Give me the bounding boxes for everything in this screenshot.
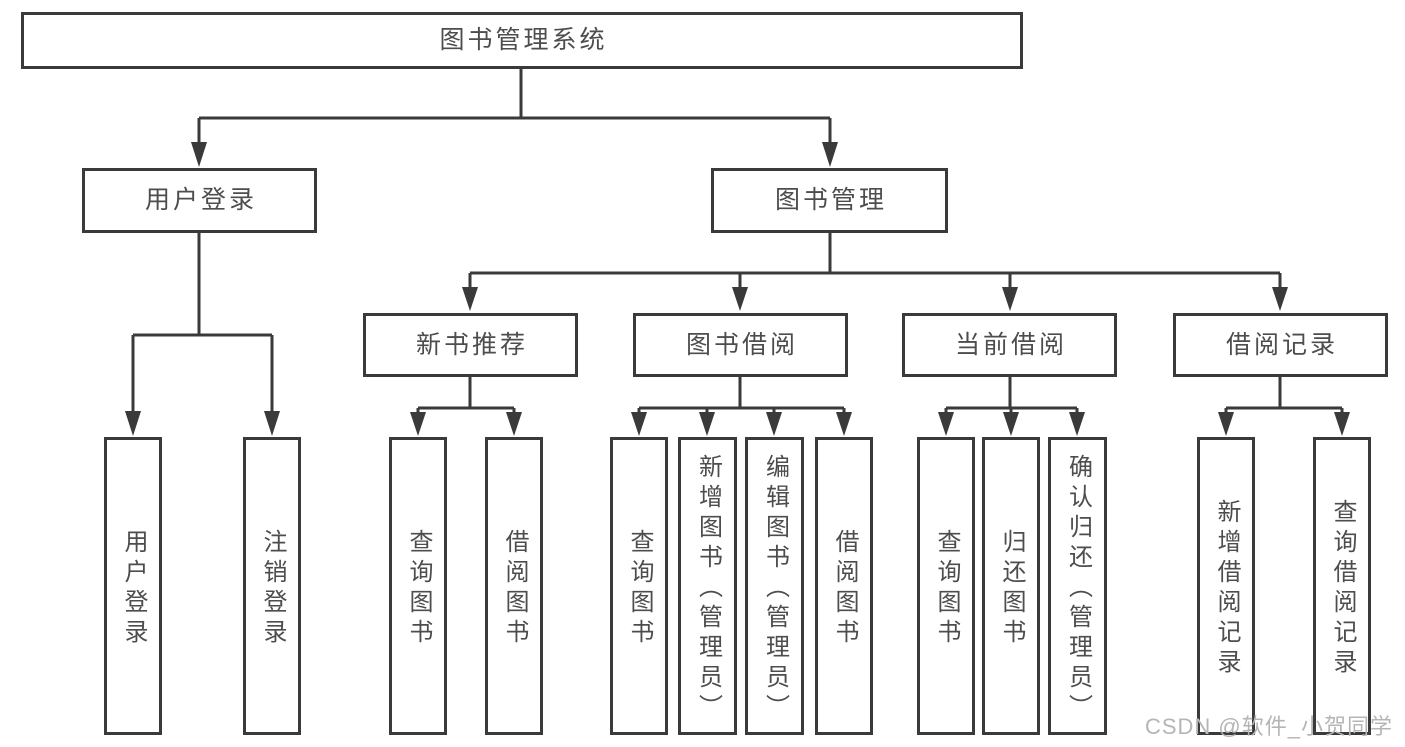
arrow-down-icon xyxy=(462,287,478,311)
arrow-down-icon xyxy=(410,412,426,436)
leaf-add-books-admin: 新增图书（管理员） xyxy=(678,437,737,735)
arrow-down-icon xyxy=(1334,412,1350,436)
connector-book-mgmt xyxy=(468,233,1282,290)
arrow-down-icon xyxy=(822,142,838,167)
leaf-logout: 注销登录 xyxy=(243,437,301,735)
leaf-confirm-return-admin: 确认归还（管理员） xyxy=(1048,437,1107,735)
arrow-down-icon xyxy=(836,412,852,436)
node-book-mgmt: 图书管理 xyxy=(711,168,948,233)
arrow-down-icon xyxy=(264,411,280,436)
node-user-login: 用户登录 xyxy=(82,168,317,233)
connector-book-borrow xyxy=(637,377,846,414)
leaf-borrow-books: 借阅图书 xyxy=(815,437,873,735)
leaf-user-login: 用户登录 xyxy=(104,437,162,735)
arrow-down-icon xyxy=(1218,412,1234,436)
arrow-down-icon xyxy=(506,412,522,436)
leaf-edit-books-admin: 编辑图书（管理员） xyxy=(745,437,804,735)
arrow-down-icon xyxy=(699,412,715,436)
arrow-down-icon xyxy=(766,412,782,436)
connector-current-borrow xyxy=(944,377,1079,414)
connector-user-login xyxy=(131,233,274,413)
node-book-borrow: 图书借阅 xyxy=(633,313,848,377)
arrow-down-icon xyxy=(1069,412,1085,436)
leaf-query-books-current: 查询图书 xyxy=(917,437,975,735)
leaf-query-borrow-record: 查询借阅记录 xyxy=(1313,437,1371,735)
connector-borrow-records xyxy=(1224,377,1344,414)
arrow-down-icon xyxy=(125,411,141,436)
leaf-add-borrow-record: 新增借阅记录 xyxy=(1197,437,1255,735)
node-borrow-records: 借阅记录 xyxy=(1173,313,1388,377)
node-root: 图书管理系统 xyxy=(21,12,1023,69)
connector-root xyxy=(197,69,832,144)
arrow-down-icon xyxy=(732,287,748,311)
node-current-borrow: 当前借阅 xyxy=(902,313,1117,377)
arrow-down-icon xyxy=(938,412,954,436)
arrow-down-icon xyxy=(191,142,207,167)
connector-lines xyxy=(131,69,1344,414)
arrow-down-icon xyxy=(1272,287,1288,311)
arrow-down-icon xyxy=(1002,287,1018,311)
arrowheads xyxy=(125,142,1350,436)
leaf-return-books: 归还图书 xyxy=(982,437,1040,735)
leaf-borrow-books-recommend: 借阅图书 xyxy=(485,437,543,735)
connector-new-book xyxy=(416,377,516,414)
leaf-query-books-recommend: 查询图书 xyxy=(389,437,447,735)
node-new-book-recommend: 新书推荐 xyxy=(363,313,578,377)
watermark: CSDN @软件_小贺同学 xyxy=(1144,714,1393,739)
leaf-query-books-borrow: 查询图书 xyxy=(610,437,668,735)
arrow-down-icon xyxy=(631,412,647,436)
arrow-down-icon xyxy=(1003,412,1019,436)
